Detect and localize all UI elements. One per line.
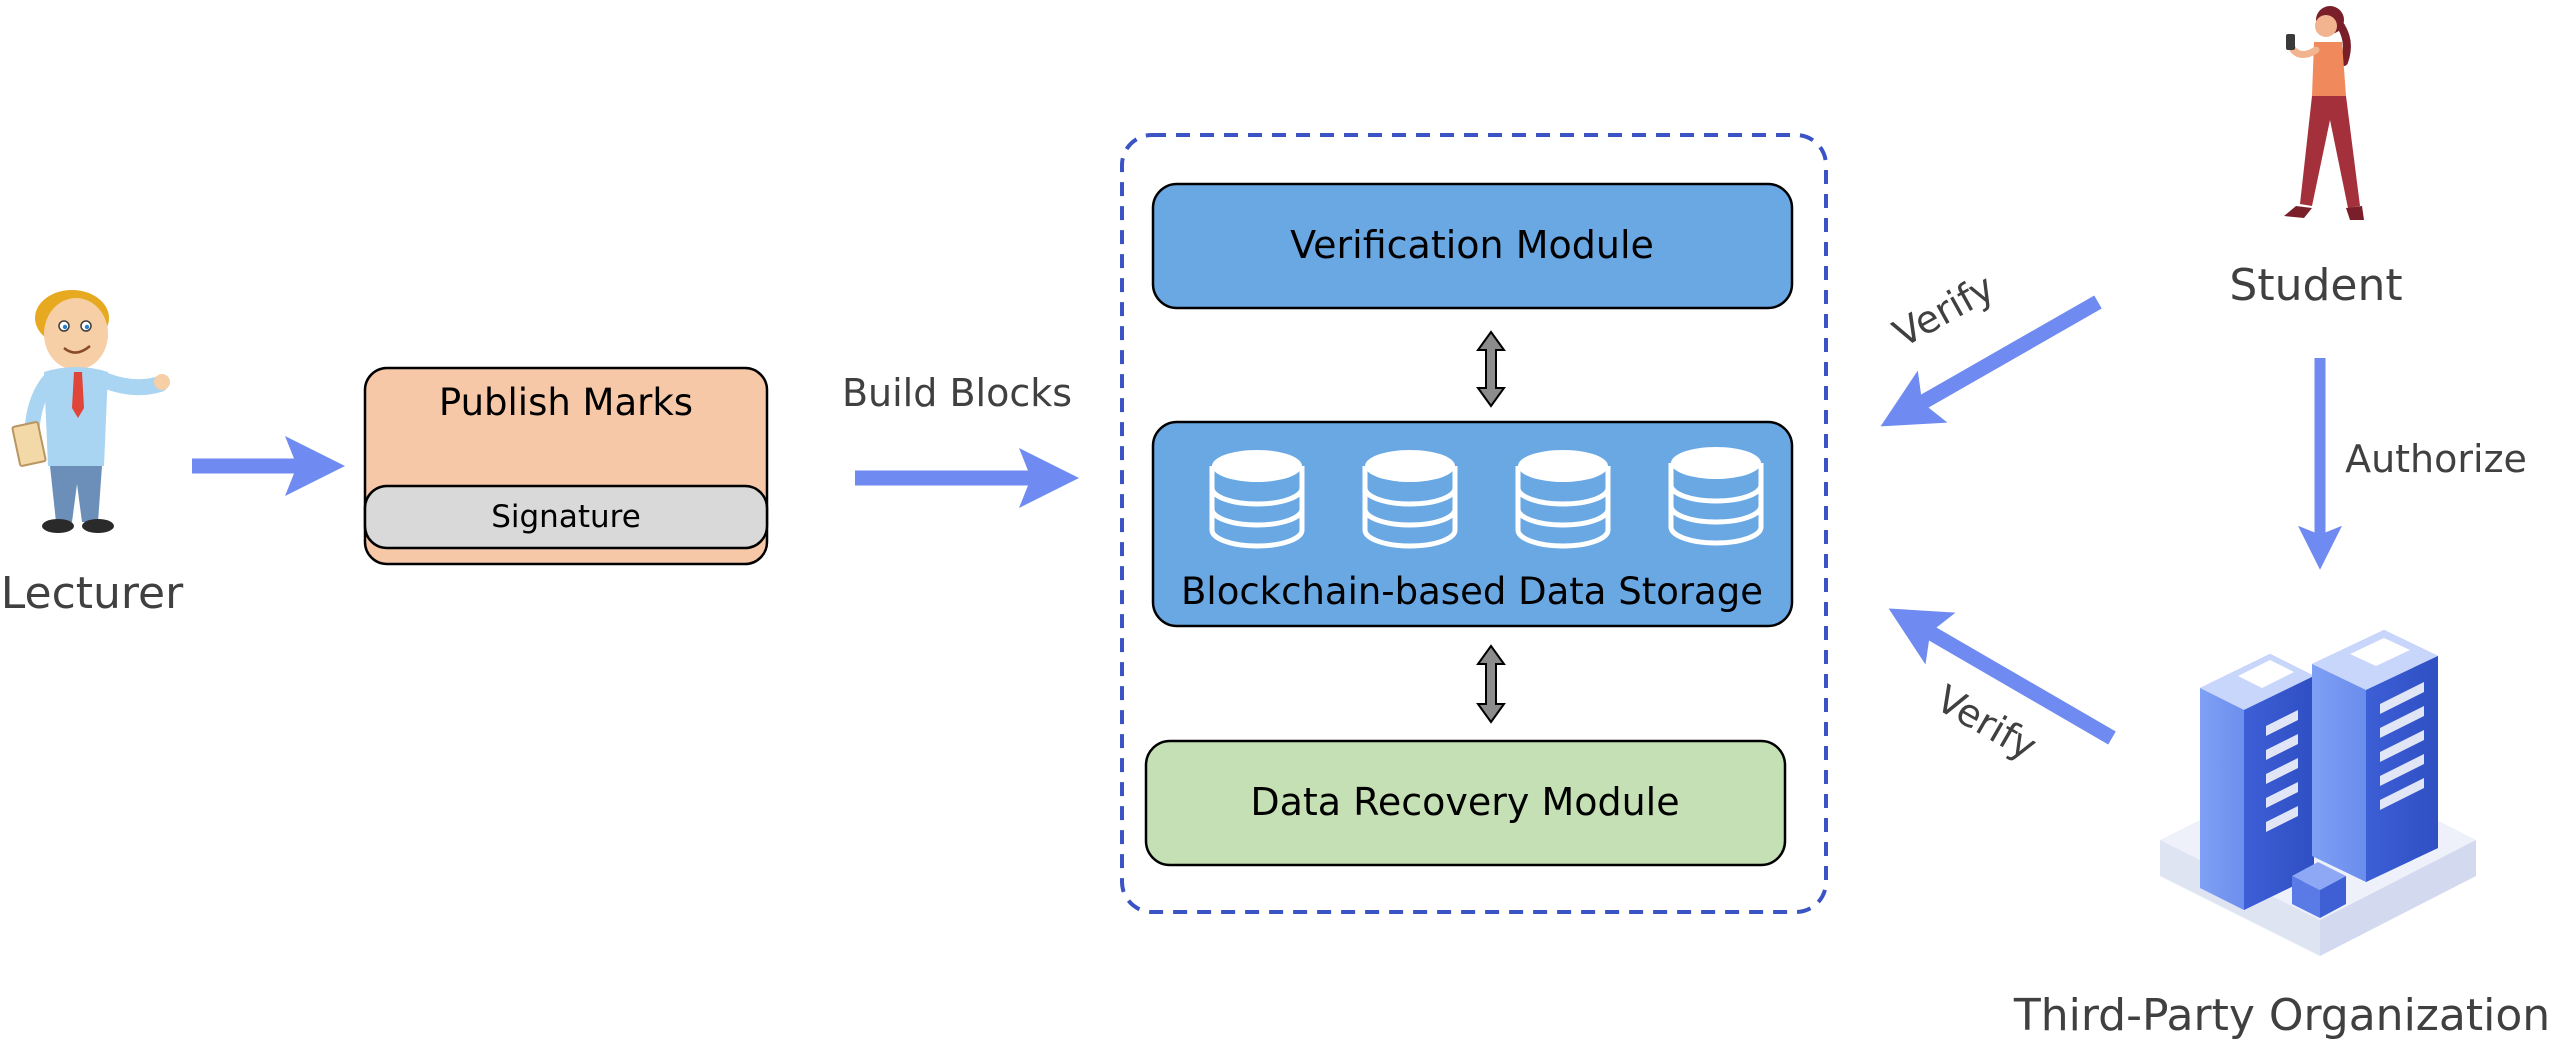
signature-label: Signature xyxy=(491,499,641,535)
build-blocks-label: Build Blocks xyxy=(842,371,1072,415)
database-icon xyxy=(1668,447,1764,546)
database-icon xyxy=(1515,450,1611,549)
student-label: Student xyxy=(2229,260,2402,311)
student-verify-label: Verify xyxy=(1886,265,2002,356)
verification-module-box xyxy=(1151,182,1794,310)
database-icon xyxy=(1362,450,1458,549)
publish-marks-title: Publish Marks xyxy=(439,381,693,424)
publish-marks-box: Publish Marks Signature xyxy=(363,366,769,566)
verification-module-label: Verification Module xyxy=(1290,223,1654,267)
lecturer-label: Lecturer xyxy=(1,568,184,619)
third-party-building-icon xyxy=(2160,630,2476,956)
authorize-label: Authorize xyxy=(2345,437,2527,481)
third-party-verify-arrow xyxy=(1888,608,2116,745)
lecturer-figure-icon xyxy=(11,290,170,533)
database-icon xyxy=(1209,450,1305,549)
data-recovery-module-label: Data Recovery Module xyxy=(1250,780,1679,824)
blockchain-storage-box xyxy=(1151,420,1794,628)
signature-box xyxy=(363,484,769,550)
blockchain-storage-label: Blockchain-based Data Storage xyxy=(1181,570,1763,613)
database-icons xyxy=(1209,447,1764,549)
student-figure-icon xyxy=(2284,6,2364,220)
verification-storage-double-arrow-icon xyxy=(1476,330,1506,408)
storage-recovery-double-arrow-icon xyxy=(1476,644,1506,724)
student-verify-arrow xyxy=(1880,295,2102,427)
third-party-label: Third-Party Organization xyxy=(2013,990,2550,1041)
data-recovery-module-box xyxy=(1144,739,1787,867)
system-container xyxy=(1120,133,1828,914)
